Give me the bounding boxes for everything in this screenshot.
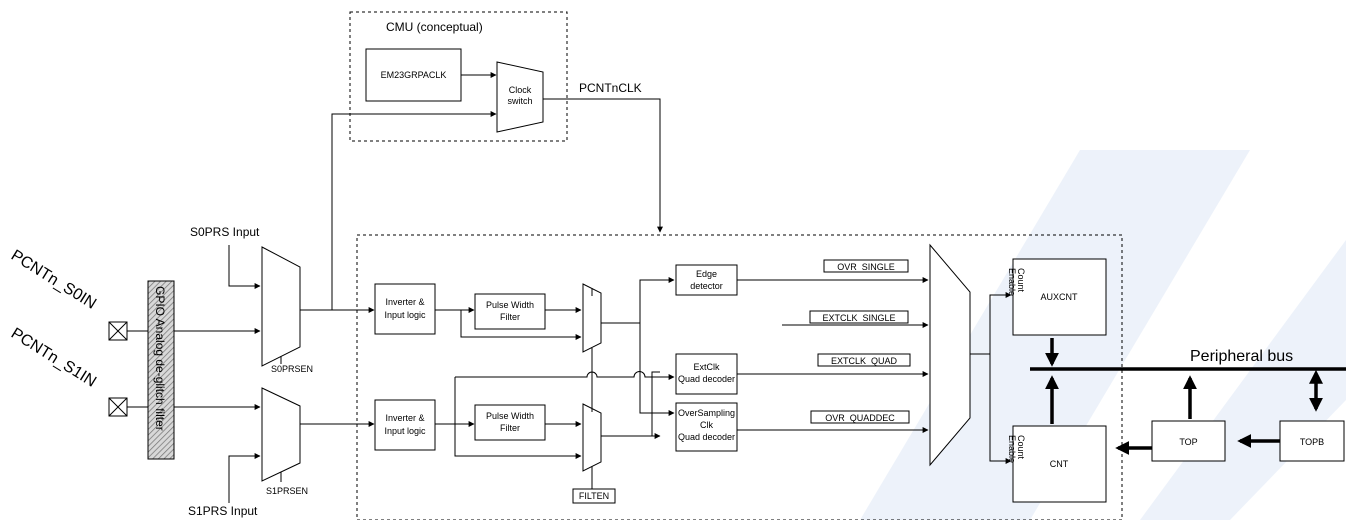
pulse-width-filter-1-label-2: Filter: [500, 423, 520, 433]
peripheral-bus-label: Peripheral bus: [1190, 348, 1293, 365]
cnt-count-enable-1: Count: [1016, 435, 1026, 460]
filten-label: FILTEN: [579, 491, 609, 501]
pcnt-core-region: [356, 234, 1123, 520]
pulse-width-filter-0-label-2: Filter: [500, 312, 520, 322]
inverter-input-logic-1: [374, 399, 436, 451]
ovr-single-label: OVR_SINGLE: [837, 262, 895, 272]
clock-switch-label-1: Clock: [509, 85, 532, 95]
pin-s0in-pad-icon: [108, 321, 128, 341]
cnt-register: [1012, 425, 1107, 503]
oversampling-label-1: OverSampling: [678, 408, 735, 418]
em23grpaclk-label: EM23GRPACLK: [381, 70, 447, 80]
clock-switch-mux: [496, 61, 544, 133]
cmu-title: CMU (conceptual): [386, 20, 483, 34]
cnt-count-enable-2: Enable: [1007, 435, 1017, 463]
pin-s1in-label: PCNTn_S1IN: [8, 325, 99, 391]
inverter-0-label-2: Input logic: [384, 310, 426, 320]
clock-switch-label-2: switch: [507, 96, 532, 106]
filten-box: [572, 488, 616, 504]
s0prs-input-label: S0PRS Input: [190, 225, 260, 239]
s1prsen-label: S1PRSEN: [266, 486, 308, 496]
extclk-quad-decoder-block: [675, 353, 738, 395]
gpio-filter-label: GPIO Analog de-glitch filter: [153, 286, 167, 431]
em23grpaclk-block: [365, 48, 462, 102]
top-register: [1151, 420, 1226, 462]
s1prs-input-label: S1PRS Input: [188, 504, 258, 518]
mode-select-mux: [929, 243, 971, 467]
topb-register: [1279, 420, 1345, 462]
oversampling-quad-decoder-block: [675, 402, 738, 452]
cnt-label: CNT: [1050, 459, 1069, 469]
inverter-1-label-2: Input logic: [384, 426, 426, 436]
s1-prs-mux: [261, 387, 301, 482]
pulse-width-filter-0: [474, 293, 546, 330]
ovr-quaddec-label: OVR_QUADDEC: [825, 413, 895, 423]
pulse-width-filter-1: [474, 404, 546, 441]
pcntnclk-label: PCNTnCLK: [579, 81, 642, 95]
extclk-quad-label-1: ExtClk: [693, 362, 720, 372]
s0prsen-label: S0PRSEN: [271, 364, 313, 374]
pin-s1in-pad-icon: [108, 397, 128, 417]
inverter-input-logic-0: [374, 283, 436, 335]
filter-bypass-mux-0: [582, 283, 602, 353]
inverter-1-label-1: Inverter &: [385, 413, 424, 423]
inverter-0-label-1: Inverter &: [385, 297, 424, 307]
oversampling-label-3: Quad decoder: [678, 432, 735, 442]
ovr-quaddec-tag: [810, 410, 910, 424]
auxcnt-count-enable-2: Enable: [1007, 268, 1017, 296]
gpio-filter-block: [147, 280, 175, 460]
extclk-quad-label-2: Quad decoder: [678, 374, 735, 384]
cmu-region: [349, 11, 568, 142]
top-label: TOP: [1179, 437, 1197, 447]
auxcnt-register: [1012, 258, 1107, 336]
pin-s0in-label: PCNTn_S0IN: [8, 247, 99, 313]
topb-label: TOPB: [1300, 437, 1324, 447]
edge-detector-label-2: detector: [690, 281, 723, 291]
oversampling-label-2: Clk: [700, 420, 713, 430]
extclk-single-label: EXTCLK_SINGLE: [822, 313, 895, 323]
auxcnt-count-enable-1: Count: [1016, 268, 1026, 293]
pulse-width-filter-1-label-1: Pulse Width: [486, 411, 534, 421]
extclk-quad-tag: [817, 353, 911, 367]
edge-detector-label-1: Edge: [696, 269, 717, 279]
s0-prs-mux: [261, 246, 301, 367]
ovr-single-tag: [823, 259, 909, 273]
pulse-width-filter-0-label-1: Pulse Width: [486, 300, 534, 310]
extclk-quad-label: EXTCLK_QUAD: [831, 356, 898, 366]
filter-bypass-mux-1: [582, 403, 602, 472]
extclk-single-tag: [809, 310, 909, 324]
auxcnt-label: AUXCNT: [1040, 292, 1078, 302]
